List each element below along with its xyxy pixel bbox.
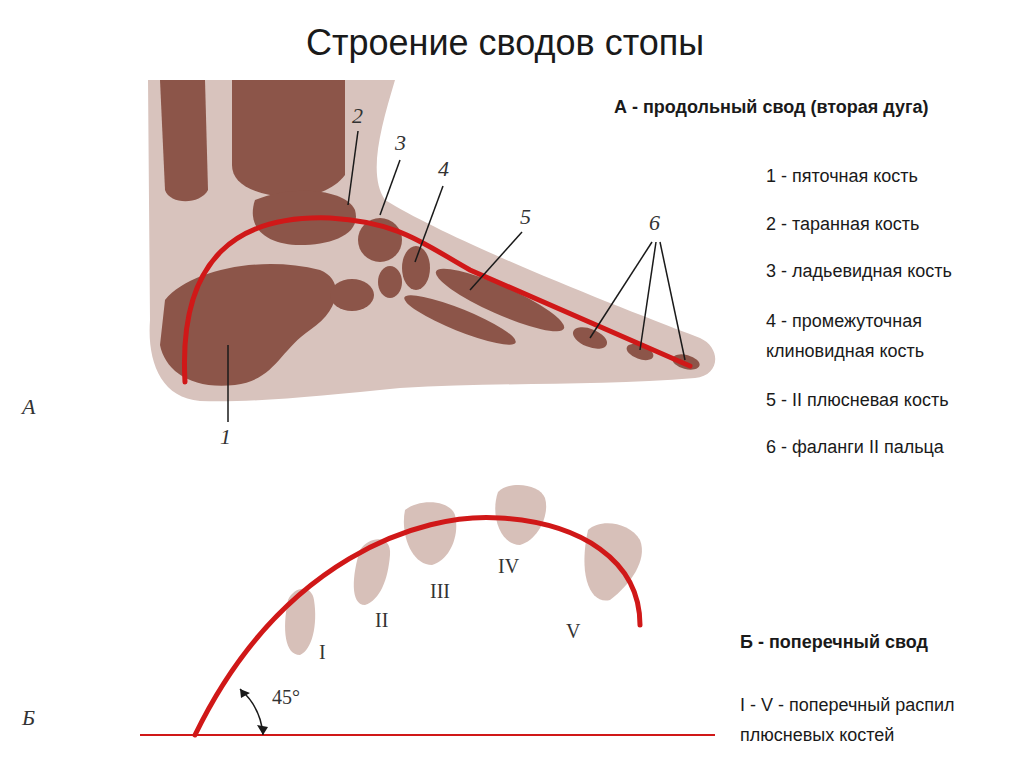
angle-label: 45°	[272, 686, 300, 709]
callout-number: 4	[438, 156, 449, 182]
bone-numeral: I	[319, 641, 326, 664]
foot-bones	[160, 80, 701, 386]
section-heading: Б - поперечный свод	[740, 632, 928, 653]
foot-outline	[148, 80, 715, 401]
legend-item: 2 - таранная кость	[766, 209, 919, 239]
bone-numeral: V	[566, 620, 580, 643]
page-title: Строение сводов стопы	[306, 22, 704, 64]
metatarsal-sections	[285, 485, 642, 655]
panel-letter: Б	[22, 705, 35, 731]
transverse-arch-line	[195, 518, 640, 735]
panel-letter: А	[22, 394, 35, 420]
longitudinal-arch-line	[184, 218, 690, 382]
bone-numeral: III	[430, 580, 450, 603]
callout-number: 6	[649, 210, 660, 236]
legend-item: 4 - промежуточная клиновидная кость	[766, 306, 966, 366]
callout-number: 1	[220, 424, 231, 450]
legend-item: 3 - ладьевидная кость	[766, 256, 952, 286]
legend-item: 6 - фаланги II пальца	[766, 432, 944, 462]
angle-arrowheads	[240, 689, 268, 735]
bone-numeral: II	[375, 609, 388, 632]
callout-number: 2	[352, 103, 363, 129]
section-heading: А - продольный свод (вторая дуга)	[614, 97, 929, 118]
bone-numeral: IV	[498, 555, 519, 578]
callout-number: 5	[520, 204, 531, 230]
legend-item: I - V - поперечный распил плюсневых кост…	[740, 690, 995, 750]
callout-number: 3	[395, 130, 406, 156]
leader-lines	[228, 131, 685, 422]
base-line	[140, 734, 715, 736]
legend-item: 5 - II плюсневая кость	[766, 385, 949, 415]
legend-item: 1 - пяточная кость	[766, 161, 918, 191]
